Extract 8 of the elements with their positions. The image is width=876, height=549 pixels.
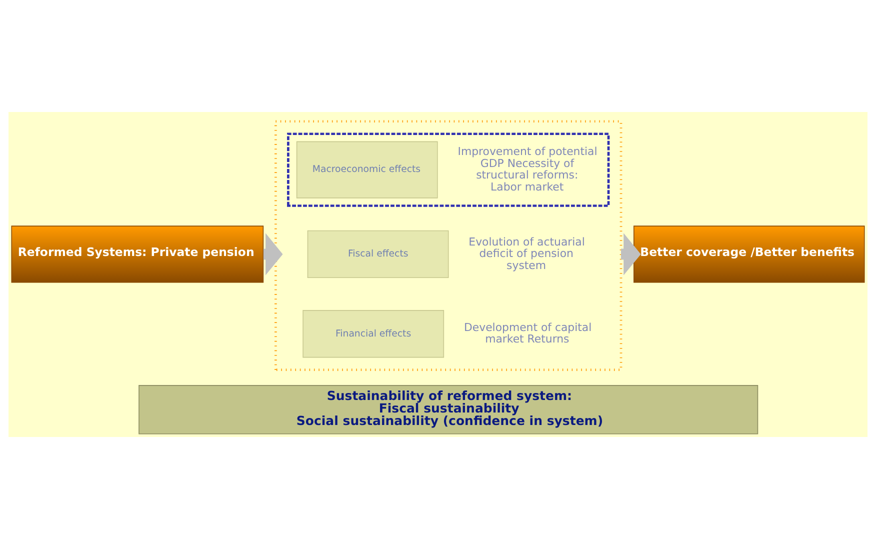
cluster <box>274 120 622 371</box>
node-label: Evolution of actuarial deficit of pension system <box>468 235 585 272</box>
node-label: Improvement of potential GDP Necessity of structural reforms: Labor market <box>458 145 598 194</box>
cluster <box>287 132 610 207</box>
node-label: Development of capital market Returns <box>464 320 592 346</box>
node-box: Sustainability of reformed system: Fiscal sustainability Social sustainability (confidence in system) <box>138 385 758 434</box>
node-box: Reformed Systems: Private pension <box>11 226 264 283</box>
node-box: Better coverage /Better benefits <box>634 226 865 283</box>
